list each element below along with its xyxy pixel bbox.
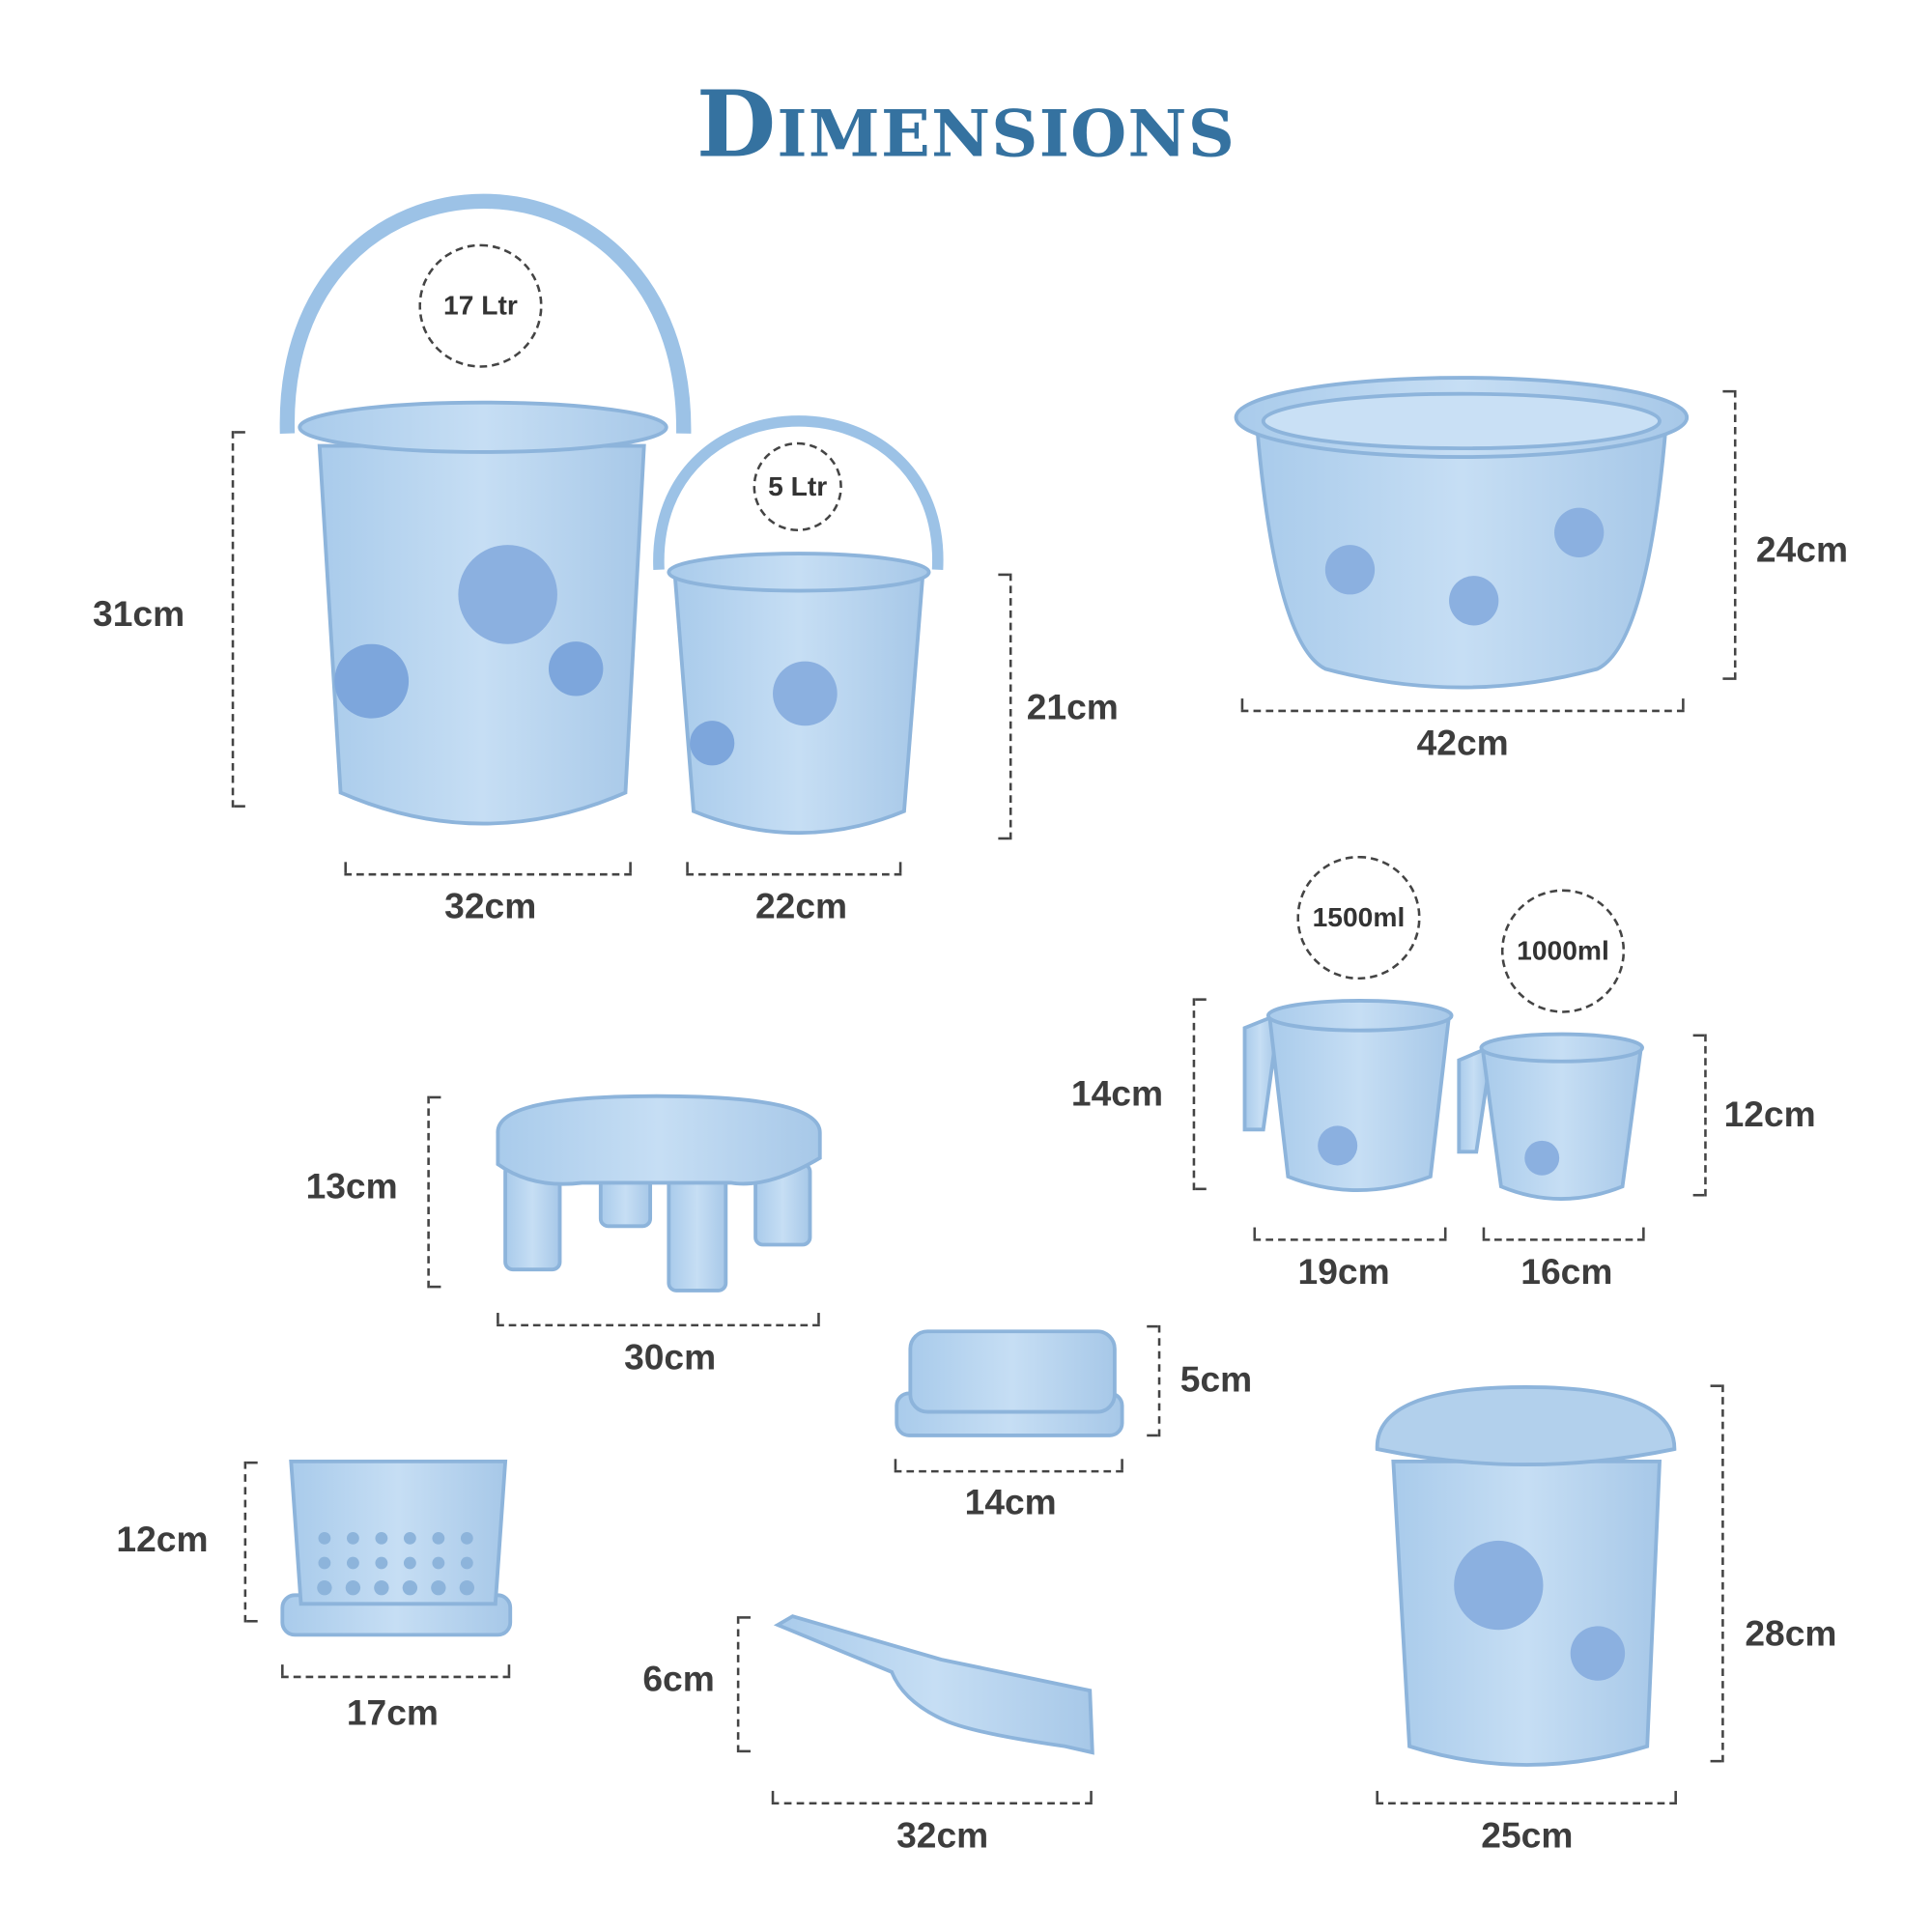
width-bracket-soap-dish bbox=[894, 1458, 1123, 1473]
width-bracket-small-bucket bbox=[686, 861, 902, 876]
height-label-tub: 24cm bbox=[1755, 530, 1849, 571]
height-label-stool: 13cm bbox=[305, 1167, 398, 1208]
height-label-large-bucket: 31cm bbox=[93, 595, 185, 636]
height-label-small-bucket: 21cm bbox=[1026, 688, 1119, 728]
height-bracket-dustbin bbox=[1707, 1384, 1724, 1763]
cutlery-holder-image bbox=[280, 1459, 513, 1637]
width-label-large-mug: 19cm bbox=[1297, 1252, 1390, 1293]
height-label-dustbin: 28cm bbox=[1745, 1614, 1837, 1655]
capacity-badge-small-mug: 1000ml bbox=[1500, 889, 1626, 1013]
height-bracket-large-bucket bbox=[231, 431, 249, 808]
width-bracket-cutlery-holder bbox=[281, 1663, 511, 1679]
tub-image bbox=[1234, 376, 1690, 690]
width-bracket-dustbin bbox=[1376, 1790, 1677, 1805]
height-label-large-mug: 14cm bbox=[1070, 1074, 1164, 1115]
width-label-small-bucket: 22cm bbox=[754, 887, 848, 927]
width-bracket-stool bbox=[497, 1312, 820, 1327]
capacity-badge-large-bucket: 17 Ltr bbox=[418, 243, 543, 368]
width-bracket-large-bucket bbox=[344, 861, 632, 876]
stool-image bbox=[496, 1094, 822, 1293]
height-label-dustpan: 6cm bbox=[642, 1660, 715, 1700]
height-label-soap-dish: 5cm bbox=[1179, 1360, 1253, 1401]
large-mug-image bbox=[1242, 999, 1454, 1192]
height-bracket-large-mug bbox=[1192, 998, 1210, 1191]
page-title: Dimensions bbox=[696, 71, 1236, 179]
width-label-tub: 42cm bbox=[1416, 724, 1509, 764]
width-label-dustpan: 32cm bbox=[896, 1816, 989, 1857]
width-bracket-small-mug bbox=[1482, 1226, 1645, 1241]
small-bucket-image bbox=[653, 415, 944, 836]
height-bracket-stool bbox=[427, 1095, 444, 1289]
capacity-badge-large-mug: 1500ml bbox=[1296, 855, 1421, 980]
width-label-dustbin: 25cm bbox=[1481, 1816, 1574, 1857]
large-bucket-image bbox=[279, 193, 692, 826]
dustpan-image bbox=[773, 1614, 1094, 1755]
height-bracket-dustpan bbox=[736, 1616, 754, 1753]
soap-dish-image bbox=[895, 1329, 1124, 1437]
height-label-small-mug: 12cm bbox=[1723, 1095, 1816, 1136]
width-label-small-mug: 16cm bbox=[1520, 1252, 1613, 1293]
dustbin-image bbox=[1375, 1385, 1677, 1767]
height-bracket-small-bucket bbox=[995, 573, 1012, 840]
height-bracket-soap-dish bbox=[1143, 1324, 1161, 1437]
height-label-cutlery-holder: 12cm bbox=[116, 1520, 209, 1560]
width-label-soap-dish: 14cm bbox=[964, 1483, 1057, 1523]
width-bracket-dustpan bbox=[771, 1790, 1093, 1805]
height-bracket-cutlery-holder bbox=[243, 1461, 262, 1623]
width-label-stool: 30cm bbox=[624, 1338, 717, 1378]
width-bracket-large-mug bbox=[1253, 1226, 1447, 1241]
width-bracket-tub bbox=[1240, 697, 1685, 713]
small-mug-image bbox=[1457, 1032, 1644, 1201]
width-label-large-bucket: 32cm bbox=[444, 887, 537, 927]
width-label-cutlery-holder: 17cm bbox=[346, 1693, 439, 1734]
height-bracket-tub bbox=[1719, 389, 1737, 680]
capacity-badge-small-bucket: 5 Ltr bbox=[753, 441, 842, 532]
height-bracket-small-mug bbox=[1690, 1034, 1707, 1197]
